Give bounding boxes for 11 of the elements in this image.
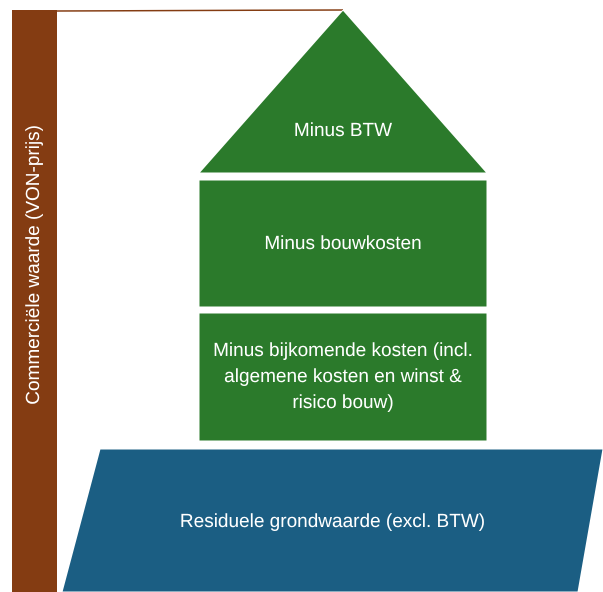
node-label: Minus BTW (292, 119, 394, 143)
node-label: Residuele grondwaarde (excl. BTW) (178, 510, 486, 534)
node-label: Minus bouwkosten (263, 232, 423, 256)
roof-triangle (199, 10, 487, 173)
cost-box (199, 313, 487, 441)
value-bar (12, 10, 57, 592)
node-label: Minus bijkomende kosten (incl. algemene kosten en winst & risico bouw) (212, 339, 474, 415)
node-label: Commerciële waarde (VON-prijs) (22, 125, 45, 405)
land-value-parallelogram (62, 449, 603, 592)
connector-line (57, 9, 343, 12)
cost-box (199, 180, 487, 307)
